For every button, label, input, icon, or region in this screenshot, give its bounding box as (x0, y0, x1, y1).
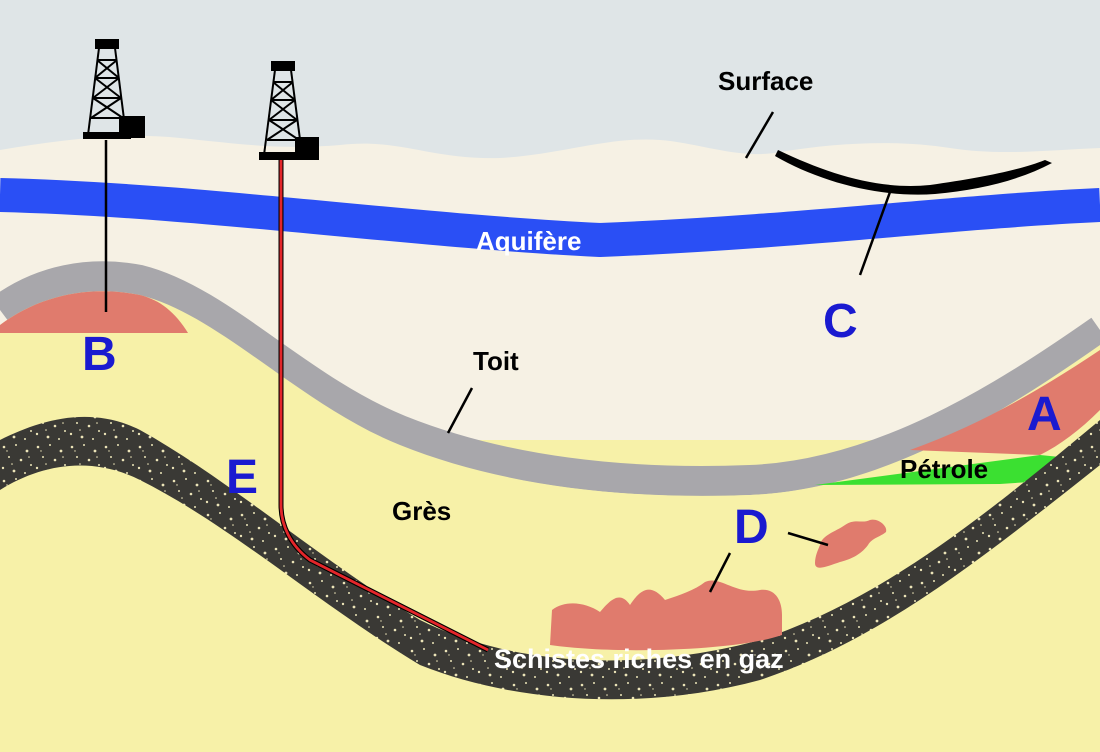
letter-a: A (1027, 388, 1062, 441)
toit-leader (446, 387, 474, 434)
derrick-e-icon (259, 61, 319, 160)
c-leader (858, 191, 892, 276)
gas-pocket-d (550, 580, 782, 651)
gas-pocket-d-small (815, 519, 887, 568)
d-leader-large (708, 552, 732, 593)
shale-label: Schistes riches en gaz (494, 644, 784, 674)
caprock-label: Toit (473, 346, 519, 376)
coal-seam-c (775, 150, 1052, 195)
derrick-b-icon (83, 39, 145, 139)
gas-pocket-b (0, 291, 188, 333)
oil-layer (815, 455, 1090, 485)
letter-e: E (226, 451, 258, 504)
aquifer-label: Aquifère (476, 226, 581, 256)
aquifer-layer (0, 178, 1100, 258)
letter-d: D (734, 501, 769, 554)
letter-c: C (823, 295, 858, 348)
d-leader-small (787, 531, 829, 547)
letter-b: B (82, 328, 117, 381)
shale-layer (0, 416, 1100, 700)
gas-pocket-a (910, 350, 1100, 455)
surface-leader (744, 111, 775, 159)
caprock-layer (0, 261, 1100, 496)
oil-label: Pétrole (900, 454, 988, 484)
sandstone-label: Grès (392, 496, 451, 526)
well-e-pipe-core (279, 158, 489, 652)
surface-label: Surface (718, 66, 813, 96)
